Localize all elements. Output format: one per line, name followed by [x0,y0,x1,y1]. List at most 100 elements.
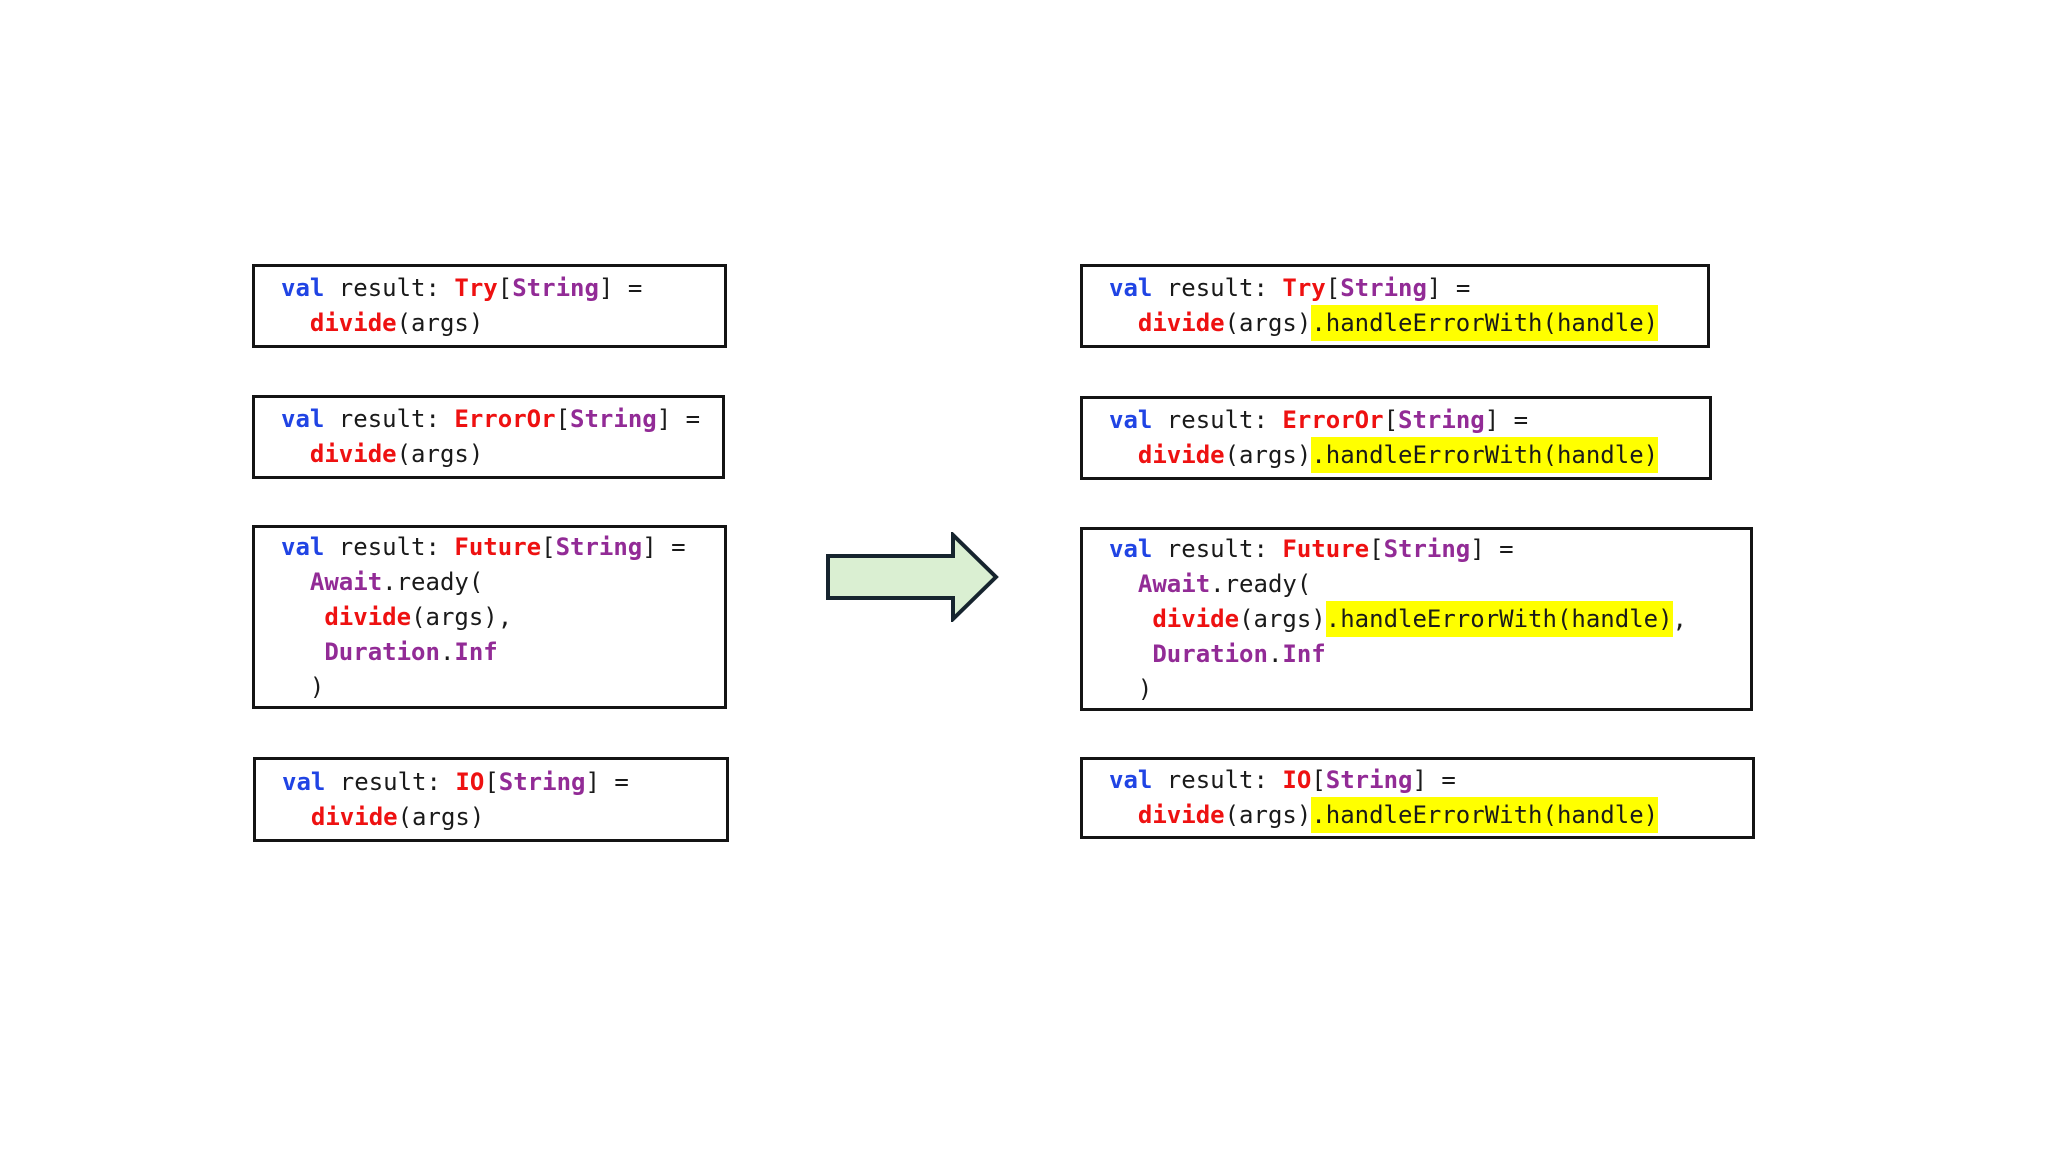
code-segment: ] = [1426,274,1471,302]
code-segment: (args) [396,309,484,337]
code-segment: (args) [396,440,484,468]
code-segment: [ [1311,766,1326,794]
code-box-try-after: val result: Try[String] = divide(args).h… [1080,264,1710,348]
code-segment: (args) [1224,309,1312,337]
code-segment: val [1109,274,1153,302]
code-line: Duration.Inf [281,635,724,670]
code-segment: .ready( [1210,569,1312,598]
transform-arrow-icon [826,532,999,622]
code-segment: divide [309,440,397,468]
code-segment: (args) [397,802,485,831]
code-segment [1109,309,1138,337]
code-segment: ] = [598,274,643,302]
code-segment: [ [1325,274,1341,302]
code-box-erroror-after: val result: ErrorOr[String] = divide(arg… [1080,396,1712,480]
code-segment [281,603,324,631]
code-segment: val [1109,406,1153,434]
code-segment: val [281,274,325,302]
code-segment: val [281,405,325,433]
highlighted-code-segment: .handleErrorWith(handle) [1311,305,1659,341]
highlighted-code-segment: .handleErrorWith(handle) [1311,437,1659,473]
code-segment: divide [309,309,397,337]
code-segment: String [1340,274,1427,302]
code-segment: result: [1152,406,1283,434]
code-box-io-before: val result: IO[String] = divide(args) [253,757,729,842]
code-line: val result: IO[String] = [1109,763,1752,798]
code-segment: Try [1282,274,1326,302]
code-segment: Future [1282,534,1370,563]
code-segment [1109,441,1138,469]
code-segment: , [1672,604,1687,633]
code-segment: [ [541,532,556,561]
code-segment: String [570,405,657,433]
code-segment: (args) [1224,441,1312,469]
code-line: Duration.Inf [1109,637,1750,672]
code-segment: Await [1137,569,1211,598]
code-segment [281,638,324,666]
code-segment [1109,570,1138,598]
code-segment: result: [1152,274,1283,302]
code-segment: (args) [1239,604,1326,633]
code-segment: String [498,767,586,796]
code-segment: [ [1369,534,1384,563]
code-segment: ) [281,672,325,701]
code-segment: result: [1152,766,1283,794]
code-segment: divide [1152,604,1240,633]
code-box-try-before: val result: Try[String] = divide(args) [252,264,727,348]
code-segment: Future [454,532,542,561]
code-segment: result: [324,532,455,561]
code-segment [282,803,311,831]
code-line: val result: ErrorOr[String] = [281,402,722,437]
code-segment: . [1267,639,1283,668]
code-line: Await.ready( [1109,567,1750,602]
code-segment: val [281,532,325,561]
highlighted-code-segment: .handleErrorWith(handle) [1311,797,1659,833]
code-segment: result: [325,767,456,796]
code-segment: ] = [1412,766,1456,794]
code-segment [1109,640,1152,668]
code-line: val result: Try[String] = [1109,271,1707,306]
code-segment: IO [455,767,485,796]
code-line: val result: Try[String] = [281,271,724,306]
code-box-future-after: val result: Future[String] = Await.ready… [1080,527,1753,711]
code-line: divide(args) [282,800,726,835]
code-segment: [ [1383,406,1399,434]
code-segment: Duration [324,637,440,666]
code-segment: ] = [585,767,629,796]
code-line: divide(args) [281,306,724,341]
code-line: val result: Future[String] = [281,530,724,565]
code-segment: Await [309,567,383,596]
code-line: ) [281,670,724,705]
code-segment: divide [324,602,412,631]
code-segment: Inf [454,637,498,666]
code-segment: ] = [642,532,686,561]
code-segment: Try [454,274,498,302]
code-line: val result: Future[String] = [1109,532,1750,567]
code-segment: val [1109,766,1153,794]
code-segment: . [439,637,455,666]
code-segment: ) [1109,674,1153,703]
code-segment: result: [1152,534,1283,563]
code-line: divide(args).handleErrorWith(handle) [1109,437,1709,473]
code-line: val result: IO[String] = [282,765,726,800]
code-line: divide(args), [281,600,724,635]
code-segment: Duration [1152,639,1268,668]
highlighted-code-segment: .handleErrorWith(handle) [1325,600,1673,637]
code-line: divide(args) [281,437,722,472]
code-line: Await.ready( [281,565,724,600]
code-segment [281,440,310,468]
code-segment: (args), [411,602,513,631]
code-segment: divide [1137,441,1225,469]
code-segment: val [282,767,326,796]
code-segment: [ [555,405,571,433]
code-segment: String [1383,534,1471,563]
code-segment: String [512,274,599,302]
code-segment: String [555,532,643,561]
code-box-future-before: val result: Future[String] = Await.ready… [252,525,727,709]
code-segment: divide [1137,309,1225,337]
code-segment: val [1109,534,1153,563]
code-segment [1109,605,1152,633]
code-segment: (args) [1224,801,1312,829]
code-segment: result: [324,405,455,433]
